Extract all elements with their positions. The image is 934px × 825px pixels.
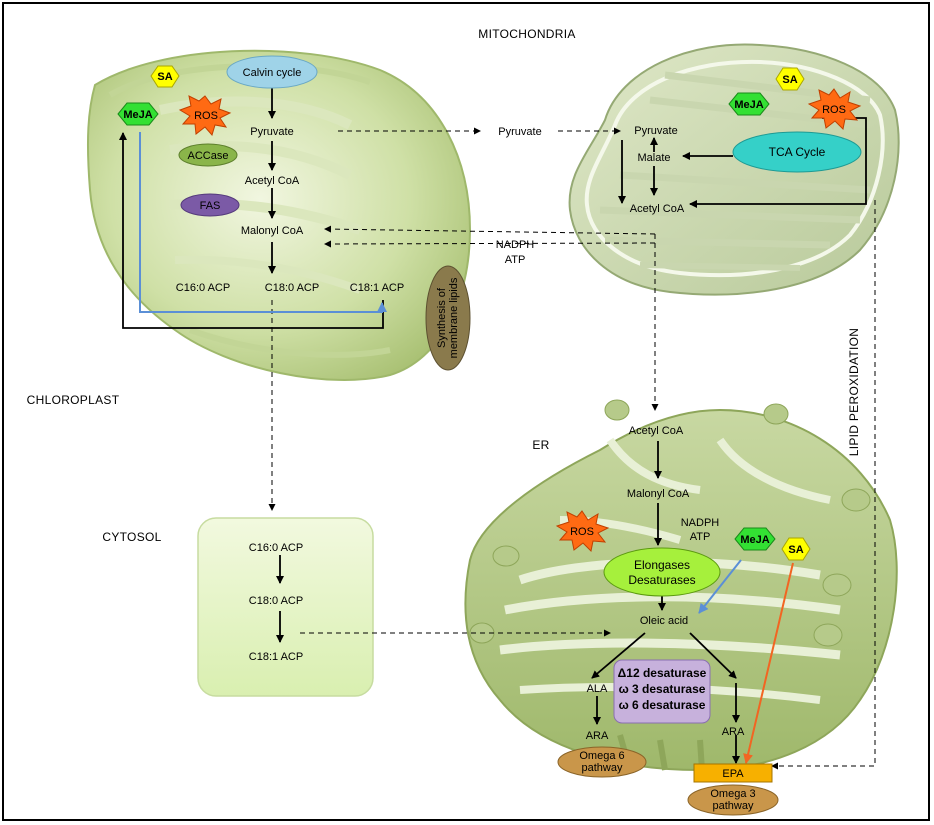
membrane-lipids-text: Synthesis of membrane lipids: [436, 277, 460, 358]
ros-er-label: ROS: [570, 526, 594, 538]
middle-nadph-label: NADPH: [496, 239, 535, 251]
tca-cycle-label: TCA Cycle: [769, 145, 826, 159]
sa-er-label: SA: [788, 544, 803, 556]
chloro-pyruvate-label: Pyruvate: [250, 126, 293, 138]
chloro-acetyl-coa-label: Acetyl CoA: [245, 175, 300, 187]
desaturase-box: [613, 659, 711, 724]
mito-malate-label: Malate: [637, 152, 670, 164]
meja-mito-label: MeJA: [734, 99, 763, 111]
fas-node: [180, 193, 240, 217]
meja-chloroplast-label: MeJA: [123, 109, 152, 121]
sa-er-arrow: [743, 562, 794, 764]
mito-pyruvate-label: Pyruvate: [634, 125, 677, 137]
oleic-acid-label: Oleic acid: [640, 615, 688, 627]
ros-mito-label: ROS: [822, 104, 846, 116]
elongases-node: [603, 547, 721, 597]
elongases-label: Elongases: [634, 558, 690, 572]
meja-er-badge: [734, 527, 776, 551]
cytosol-caption: CYTOSOL: [102, 530, 161, 544]
ros-er-burst: [555, 510, 610, 553]
meja-mito-badge: [728, 92, 770, 116]
omega3-line-2: pathway: [713, 800, 754, 812]
lipid-peroxidation-caption: LIPID PEROXIDATION: [847, 328, 861, 457]
svg-text:LIPID PEROXIDATION: LIPID PEROXIDATION: [847, 328, 861, 457]
chloro-c18-label: C18:0 ACP: [265, 282, 319, 294]
cyto-c16-label: C16:0 ACP: [249, 542, 303, 554]
desaturase-line-3: ω 6 desaturase: [619, 698, 706, 712]
accase-label: ACCase: [188, 150, 229, 162]
er-nadph-label: NADPH: [681, 517, 720, 529]
epa-label: EPA: [722, 768, 744, 780]
fas-label: FAS: [200, 200, 221, 212]
chloro-malonyl-coa-label: Malonyl CoA: [241, 225, 304, 237]
middle-atp-label: ATP: [505, 254, 526, 266]
membrane-lipids-node: [425, 265, 471, 371]
solid-connectors: [119, 88, 867, 764]
ala-label: ALA: [587, 683, 608, 695]
sa-chloroplast-badge: [150, 65, 180, 88]
omega3-node: [687, 784, 779, 816]
svg-text:Synthesis of: Synthesis of: [436, 287, 448, 348]
sa-mito-badge: [775, 67, 805, 91]
ara-right-label: ARA: [722, 726, 745, 738]
desaturases-label: Desaturases: [628, 573, 695, 587]
chloroplast-organelle: [86, 49, 472, 381]
chloro-c16-label: C16:0 ACP: [176, 282, 230, 294]
meja-chloroplast-badge: [117, 102, 159, 126]
sa-chloroplast-label: SA: [157, 71, 172, 83]
omega6-node: [557, 746, 647, 778]
er-caption: ER: [532, 438, 549, 452]
ara-left-label: ARA: [586, 730, 609, 742]
calvin-cycle-node: [226, 55, 318, 89]
middle-pyruvate-label: Pyruvate: [498, 126, 541, 138]
er-atp-label: ATP: [690, 531, 711, 543]
meja-er-label: MeJA: [740, 534, 769, 546]
ros-chloroplast-label: ROS: [194, 110, 218, 122]
ros-chloroplast-burst: [178, 95, 232, 137]
calvin-cycle-label: Calvin cycle: [243, 67, 302, 79]
accase-node: [178, 143, 238, 167]
omega3-line-1: Omega 3: [710, 788, 755, 800]
desaturase-line-2: ω 3 desaturase: [619, 682, 706, 696]
mitochondria-caption: MITOCHONDRIA: [478, 27, 575, 41]
omega6-line-1: Omega 6: [579, 750, 624, 762]
chloroplast-caption: CHLOROPLAST: [27, 393, 120, 407]
epa-box: [693, 763, 773, 783]
desaturase-line-1: Δ12 desaturase: [618, 666, 707, 680]
mitochondria-organelle: [568, 43, 900, 296]
ros-mito-burst: [807, 88, 862, 131]
omega6-line-2: pathway: [582, 762, 623, 774]
dashed-connectors: [268, 127, 876, 770]
er-acetyl-coa-label: Acetyl CoA: [629, 425, 684, 437]
sa-mito-label: SA: [782, 74, 797, 86]
er-malonyl-coa-label: Malonyl CoA: [627, 488, 690, 500]
cyto-c18-label: C18:0 ACP: [249, 595, 303, 607]
sa-er-badge: [781, 537, 811, 561]
cytosol-box: [197, 517, 374, 697]
tca-cycle-node: [732, 131, 862, 173]
svg-text:membrane lipids: membrane lipids: [448, 277, 460, 358]
cyto-c181-label: C18:1 ACP: [249, 651, 303, 663]
meja-chloroplast-arrow: [139, 132, 387, 313]
meja-er-arrow: [698, 559, 742, 614]
mito-acetyl-coa-label: Acetyl CoA: [630, 203, 685, 215]
chloro-c181-label: C18:1 ACP: [350, 282, 404, 294]
